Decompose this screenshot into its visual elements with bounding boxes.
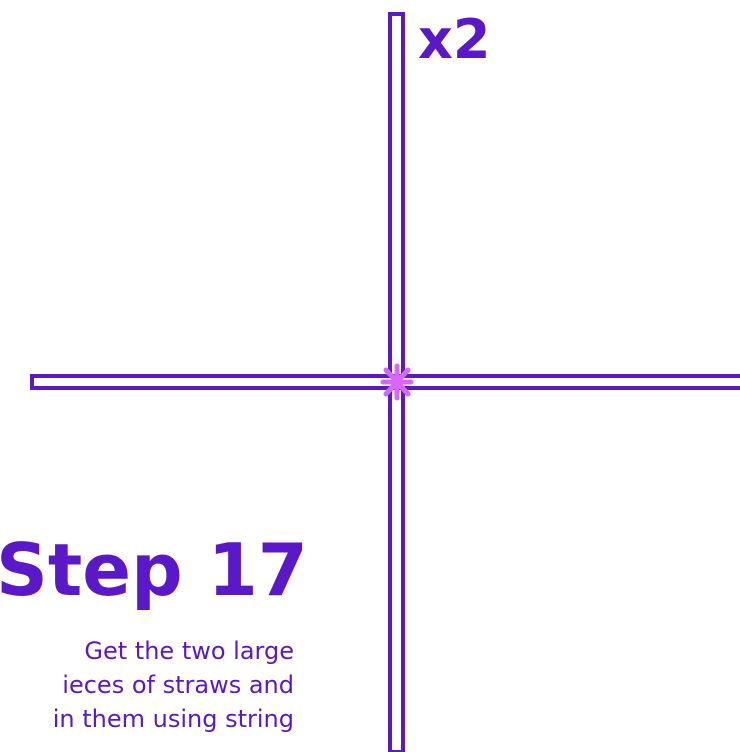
step-instructions: Get the two large ieces of straws and in… [0, 634, 294, 736]
quantity-label: x2 [418, 8, 490, 72]
step-instruction-line: ieces of straws and [0, 668, 294, 702]
string-tie-icon [383, 366, 411, 398]
step-title: Step 17 [0, 530, 308, 610]
step-instruction-line: Get the two large [0, 634, 294, 668]
step-instruction-line: in them using string [0, 702, 294, 736]
